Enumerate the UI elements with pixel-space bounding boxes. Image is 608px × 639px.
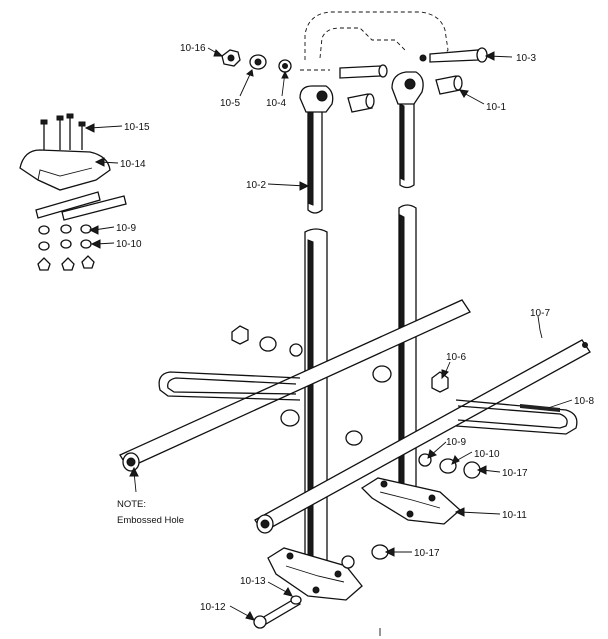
mid-hardware-left — [231, 325, 303, 357]
inset-bolts-10-15 — [40, 113, 86, 150]
callout-10-17-bottom: 10-17 — [414, 548, 440, 559]
elbow-fitting-left — [299, 85, 334, 113]
callout-10-1: 10-1 — [486, 102, 506, 113]
callout-10-5: 10-5 — [220, 98, 240, 109]
inset-nuts — [37, 224, 95, 271]
base-foot-right — [360, 477, 461, 525]
note-text: Embossed Hole — [117, 515, 184, 526]
bolt-10-12 — [253, 597, 301, 629]
cross-rail-front — [254, 339, 591, 534]
callout-10-10-inset: 10-10 — [116, 239, 142, 250]
callout-10-6: 10-6 — [446, 352, 466, 363]
callout-10-7: 10-7 — [530, 308, 550, 319]
inset-rods — [35, 191, 127, 221]
bolt-upper-left — [339, 64, 388, 79]
bushing-10-1-a — [347, 93, 375, 113]
callout-10-10: 10-10 — [474, 449, 500, 460]
washer-10-5 — [249, 54, 267, 70]
washer-10-13 — [290, 595, 302, 605]
callout-10-17-right: 10-17 — [502, 468, 528, 479]
callout-10-4: 10-4 — [266, 98, 286, 109]
callout-10-2: 10-2 — [246, 180, 266, 191]
callout-10-3: 10-3 — [516, 53, 536, 64]
note-heading: NOTE: — [117, 499, 146, 510]
base-foot-left — [267, 547, 363, 601]
u-bolt-right — [455, 399, 578, 435]
callout-10-11: 10-11 — [502, 510, 527, 521]
upright-tube-right — [398, 94, 417, 491]
callout-10-13: 10-13 — [240, 576, 266, 587]
leader-lines — [84, 47, 573, 621]
callout-10-14: 10-14 — [120, 159, 146, 170]
callout-10-9-inset: 10-9 — [116, 223, 136, 234]
mid-hardware-center — [280, 365, 449, 446]
callout-10-8: 10-8 — [574, 396, 594, 407]
callout-10-12: 10-12 — [200, 602, 226, 613]
callout-10-9: 10-9 — [446, 437, 466, 448]
bushing-10-1-b — [435, 75, 463, 95]
inset-plate-10-14 — [19, 149, 111, 191]
elbow-fitting-right — [391, 71, 424, 105]
nut-10-16 — [221, 49, 241, 67]
handle-frame-dashed — [300, 11, 449, 71]
bolt-10-3 — [419, 47, 488, 63]
lockwasher-10-4 — [278, 59, 292, 73]
callout-labels: 10-16 10-5 10-4 10-3 10-1 10-2 10-15 10-… — [116, 43, 594, 613]
note-embossed-hole: NOTE: Embossed Hole — [117, 499, 184, 526]
callout-10-15: 10-15 — [124, 122, 150, 133]
callout-10-16: 10-16 — [180, 43, 206, 54]
u-bolt-left — [158, 371, 301, 401]
foot-hardware-left — [341, 544, 389, 569]
